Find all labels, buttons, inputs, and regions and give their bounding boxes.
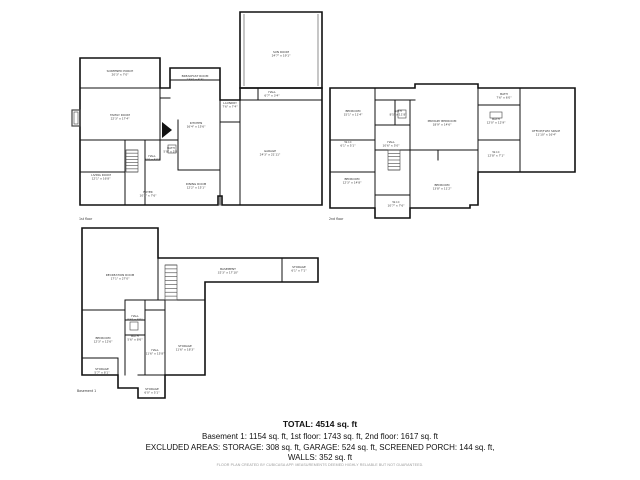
basement-storage-4-name: STORAGE xyxy=(145,387,159,391)
first-hall-name: HALL xyxy=(148,154,156,158)
second-bath-3-name: BATH xyxy=(492,117,500,121)
disclaimer: FLOOR PLAN CREATED BY CUBICASA APP. MEAS… xyxy=(216,463,424,467)
basement-storage-1-name: STORAGE xyxy=(292,265,306,269)
first-hall-dims: 8'0" x 5'0" xyxy=(144,158,160,162)
first-hall-2-name: HALL xyxy=(268,90,276,94)
first-dining-room-name: DINING ROOM xyxy=(186,182,207,186)
first-bath-dims: 5'8" x 5'0" xyxy=(163,150,179,154)
second-bath-3-dims: 12'0" x 12'9" xyxy=(487,121,507,125)
second-wic-2-dims: 12'8" x 7'1" xyxy=(488,154,506,158)
basement-basement-dims: 32'3" x 17'10" xyxy=(218,271,239,275)
total-area: TOTAL: 4514 sq. ft xyxy=(282,419,358,429)
walls-area: WALLS: 352 sq. ft xyxy=(287,453,353,462)
second-hall-dims: 10'6" x 5'0" xyxy=(383,144,401,148)
second-primary-bedroom-name: PRIMARY BEDROOM xyxy=(428,119,457,123)
first-foyer-name: FOYER xyxy=(143,190,152,194)
basement-hall-2-name: HALL xyxy=(151,348,159,352)
second-wic-2-name: W.I.C xyxy=(492,150,499,154)
first-family-room-dims: 22'3" x 17'4" xyxy=(111,117,131,121)
first-garage-name: GARAGE xyxy=(264,149,276,153)
second-bedroom-1-name: BEDROOM xyxy=(345,109,361,113)
basement-bedroom-name: BEDROOM xyxy=(95,336,111,340)
first-foyer-dims: 10'3" x 7'6" xyxy=(140,194,158,198)
second-bath-2-dims: 7'6" x 6'0" xyxy=(496,96,512,100)
basement-storage-2-dims: 11'6" x 18'3" xyxy=(176,348,196,352)
first-breakfast-room-dims: 13'6" x 6'3" xyxy=(187,78,205,82)
first-bath-name: BATH xyxy=(167,146,175,150)
second-bedroom-3-name: BEDROOM xyxy=(434,183,450,187)
second-bedroom-2-dims: 12'3" x 14'8" xyxy=(343,181,363,185)
first-screened-porch-name: SCREENED PORCH xyxy=(107,69,134,73)
second-wic-3-dims: 10'7" x 7'6" xyxy=(388,204,406,208)
first-breakfast-room-name: BREAKFAST ROOM xyxy=(182,74,209,78)
basement-storage-3-dims: 5'7" x 8'1" xyxy=(94,371,110,375)
basement-bedroom-dims: 12'3" x 12'6" xyxy=(94,340,114,344)
second-office-name: OFFICE/FLEX SPACE xyxy=(532,129,561,133)
first-hall-2-dims: 6'7" x 3'4" xyxy=(264,94,280,98)
basement-recreation-room-name: RECREATION ROOM xyxy=(106,273,135,277)
first-living-room-name: LIVING ROOM xyxy=(91,173,111,177)
second-bedroom-1-dims: 15'1" x 11'4" xyxy=(344,113,364,117)
floor-label-second: 2nd floor xyxy=(329,217,344,221)
first-sun-room-name: SUN ROOM xyxy=(273,50,290,54)
first-dining-room-dims: 12'2" x 15'1" xyxy=(187,186,207,190)
basement-storage-4-dims: 6'0" x 5'1" xyxy=(144,391,160,395)
second-office-dims: 11'10" x 16'4" xyxy=(536,133,557,137)
basement-storage-2-name: STORAGE xyxy=(178,344,192,348)
first-screened-porch-dims: 20'3" x 7'0" xyxy=(112,73,130,77)
basement-hall-1-name: HALL xyxy=(131,314,139,318)
basement-storage-1-dims: 6'1" x 7'1" xyxy=(291,269,307,273)
floor-label-basement: Basement 1 xyxy=(77,389,96,393)
first-kitchen-dims: 16'4" x 15'6" xyxy=(187,125,207,129)
basement-basement-name: BASEMENT xyxy=(220,267,236,271)
first-garage-dims: 24'3" x 21'11" xyxy=(260,153,281,157)
basement-hall-2-dims: 11'6" x 15'8" xyxy=(146,352,166,356)
basement-bath-dims: 5'6" x 8'6" xyxy=(127,338,143,342)
second-primary-bedroom-dims: 18'9" x 14'6" xyxy=(433,123,453,127)
floor-area-breakdown: Basement 1: 1154 sq. ft, 1st floor: 1743… xyxy=(202,432,438,441)
second-wic-1-dims: 6'1" x 5'1" xyxy=(340,144,356,148)
basement-storage-3-name: STORAGE xyxy=(95,367,109,371)
basement-bath-name: BATH xyxy=(131,334,139,338)
excluded-areas: EXCLUDED AREAS: STORAGE: 308 sq. ft, GAR… xyxy=(145,442,495,452)
second-bedroom-2-name: BEDROOM xyxy=(344,177,360,181)
first-living-room-dims: 12'1" x 16'8" xyxy=(92,177,112,181)
first-laundry-dims: 7'6" x 7'4" xyxy=(222,105,238,109)
second-bedroom-3-dims: 13'8" x 11'2" xyxy=(433,187,453,191)
first-sun-room-dims: 24'7" x 19'1" xyxy=(272,54,292,58)
second-hall-name: HALL xyxy=(387,140,395,144)
basement-recreation-room-dims: 17'1" x 27'0" xyxy=(111,277,131,281)
second-bath-1-dims: 8'5" x 11'8" xyxy=(390,113,408,117)
first-laundry-name: LAUNDRY xyxy=(223,101,237,105)
first-kitchen-name: KITCHEN xyxy=(190,121,203,125)
wall-outlines xyxy=(79,11,576,399)
floor-label-first: 1st floor xyxy=(79,217,93,221)
first-family-room-name: FAMILY ROOM xyxy=(110,113,130,117)
fixture-details xyxy=(71,14,503,331)
second-wic-1-name: W.I.C xyxy=(344,140,351,144)
second-bath-1-name: BATH xyxy=(394,109,402,113)
second-bath-2-name: BATH xyxy=(500,92,508,96)
second-wic-3-name: W.I.C xyxy=(392,200,399,204)
basement-hall-1-dims: 5'6" x 3'0" xyxy=(127,318,143,322)
